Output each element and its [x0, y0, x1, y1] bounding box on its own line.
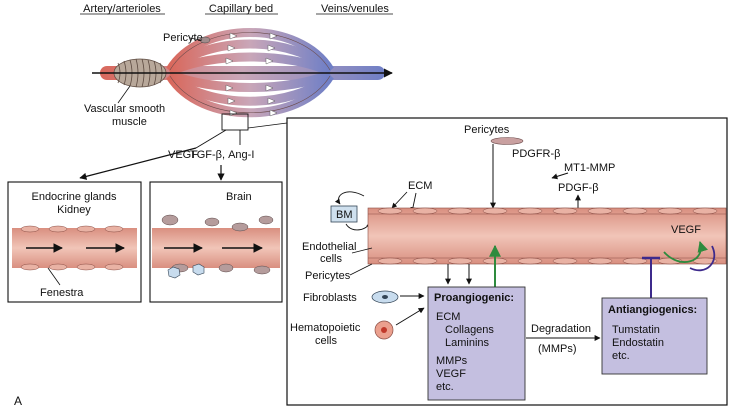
figure-letter: A: [14, 394, 22, 408]
kidney-label: Kidney: [57, 204, 91, 216]
anti-item: Tumstatin: [612, 324, 660, 336]
veins-heading: Veins/venules: [321, 3, 389, 15]
bm-label: BM: [336, 209, 353, 221]
brain-panel: Brain: [149, 181, 283, 303]
mt1mmp-label: MT1-MMP: [564, 162, 615, 174]
endocrine-label: Endocrine glands: [31, 191, 117, 203]
vegf-purple-loop: [689, 245, 716, 272]
endothelial-cell-row: [377, 207, 718, 265]
proangiogenic-title: Proangiogenic:: [434, 292, 514, 304]
anti-item: Endostatin: [612, 337, 664, 349]
astrocyte-cells: [167, 263, 205, 279]
ecm-label: ECM: [408, 180, 432, 192]
fibroblasts-label: Fibroblasts: [303, 292, 357, 304]
proangiogenic-box: [427, 286, 526, 401]
signal-arrows-top: VEGF TGF-β, Ang-I: [79, 122, 288, 181]
pericyte-label: Pericyte: [163, 32, 203, 44]
capillary-loop: [168, 69, 332, 92]
pro-item: ECM: [436, 311, 460, 323]
vegf-arrow: [79, 147, 197, 180]
pericytes-side-label: Pericytes: [305, 270, 351, 282]
capillary-loop: [167, 52, 333, 77]
pdgfb-label: PDGF-β: [558, 182, 599, 194]
degradation-label: Degradation: [531, 323, 591, 335]
vegf-green-loop: [663, 240, 708, 263]
vessel-detail-tube: [367, 207, 727, 265]
pericyte-top-cell: [490, 137, 524, 145]
anti-item: etc.: [612, 350, 630, 362]
endocrine-panel: Endocrine glands Kidney Fenestra: [7, 181, 142, 303]
pro-item: MMPs: [436, 355, 468, 367]
hematopoietic-label-2: cells: [315, 335, 338, 347]
pro-item: Collagens: [445, 324, 494, 336]
pro-item: etc.: [436, 381, 454, 393]
capillary-heading: Capillary bed: [209, 3, 273, 15]
pro-item: Laminins: [445, 337, 490, 349]
pdgfr-label: PDGFR-β: [512, 148, 561, 160]
capillary-loop: [166, 39, 334, 75]
detail-panel: Pericytes PDGFR-β MT1-MMP PDGF-β ECM BM: [286, 117, 728, 406]
vegf-detail-label: VEGF: [671, 224, 701, 236]
vegf-top-label: VEGF: [168, 149, 198, 161]
endothelial-label-2: cells: [320, 253, 343, 265]
antiangiogenic-title: Antiangiogenics:: [608, 304, 697, 316]
artery-heading: Artery/arterioles: [83, 3, 161, 15]
brain-label: Brain: [226, 191, 252, 203]
mmps-label: (MMPs): [538, 343, 577, 355]
pro-item: VEGF: [436, 368, 466, 380]
tgf-label: TGF-β, Ang-I: [190, 149, 254, 161]
top-header-labels: Artery/arterioles Capillary bed Veins/ve…: [80, 3, 393, 15]
smooth-muscle-label-1: Vascular smooth: [84, 103, 165, 115]
capillary-network: Pericyte Vascular smooth muscle: [84, 28, 393, 131]
zoom-region-box: [221, 113, 249, 131]
endothelial-label-1: Endothelial: [302, 241, 356, 253]
antiangiogenic-box: [601, 297, 708, 375]
pericytes-top-label: Pericytes: [464, 124, 510, 136]
hematopoietic-label-1: Hematopoietic: [290, 322, 361, 334]
fenestra-label: Fenestra: [40, 287, 84, 299]
capillary-loop: [166, 71, 334, 106]
smooth-muscle-label-2: muscle: [112, 116, 147, 128]
bm-box: [330, 205, 358, 223]
